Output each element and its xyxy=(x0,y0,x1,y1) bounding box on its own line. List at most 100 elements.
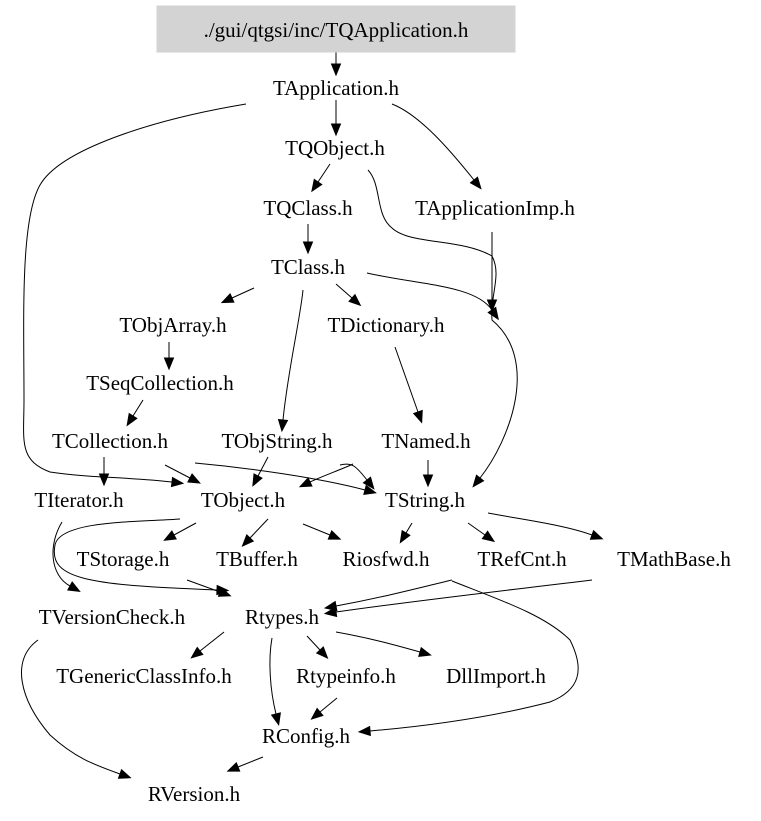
edge-Rtypeinfo-to-RConfig xyxy=(310,697,338,720)
edge-TNamed-to-TObject xyxy=(298,463,354,488)
node-Riosfwd[interactable]: Riosfwd.h xyxy=(343,547,430,571)
node-TDictionary[interactable]: TDictionary.h xyxy=(327,313,445,337)
edge-line xyxy=(173,522,197,536)
node-label: TQClass.h xyxy=(263,196,353,220)
node-TCollection[interactable]: TCollection.h xyxy=(52,429,169,453)
node-TVersionCheck[interactable]: TVersionCheck.h xyxy=(39,605,186,629)
node-RVersion[interactable]: RVersion.h xyxy=(148,782,241,806)
node-TBuffer[interactable]: TBuffer.h xyxy=(216,547,298,571)
edge-line xyxy=(257,456,269,477)
node-TApplication[interactable]: TApplication.h xyxy=(273,76,400,100)
node-label: TDictionary.h xyxy=(327,313,445,337)
node-Rtypeinfo[interactable]: Rtypeinfo.h xyxy=(296,664,396,688)
node-label: Riosfwd.h xyxy=(343,547,430,571)
arrowhead-icon xyxy=(412,409,423,424)
edge-line xyxy=(199,631,225,652)
edge-TRefCnt-to-Rtypes xyxy=(323,579,453,612)
arrowhead-icon xyxy=(327,529,342,540)
edge-TQClass-to-TClass xyxy=(302,224,314,255)
node-TObjArray[interactable]: TObjArray.h xyxy=(119,313,227,337)
edge-TApplicationImp-to-TString xyxy=(486,231,498,313)
arrowhead-icon xyxy=(330,63,342,77)
node-label: TCollection.h xyxy=(52,429,169,453)
edge-TSeqCollection-to-TCollection xyxy=(126,399,144,427)
edge-TNamed-to-TString xyxy=(422,460,434,488)
edge-line xyxy=(335,579,453,607)
edge-TApplication-to-TQObject xyxy=(330,100,342,137)
arrowhead-icon xyxy=(241,534,255,547)
edge-line xyxy=(53,518,218,591)
arrowhead-icon xyxy=(277,418,289,433)
arrowhead-icon xyxy=(187,473,201,484)
node-label: TMathBase.h xyxy=(617,547,731,571)
edge-line xyxy=(335,579,593,613)
edge-TCollection-to-TString xyxy=(194,462,377,495)
edge-line xyxy=(467,522,486,536)
edge-line xyxy=(231,287,255,299)
arrowhead-icon xyxy=(469,176,482,190)
edge-TQObject-to-TQClass xyxy=(311,163,331,193)
edge-line xyxy=(23,103,247,483)
node-label: DllImport.h xyxy=(446,664,546,688)
edge-line xyxy=(405,522,413,534)
node-label: ./gui/qtgsi/inc/TQApplication.h xyxy=(204,18,469,42)
edge-TRefCnt-to-RConfig xyxy=(357,580,579,737)
node-Rtypes[interactable]: Rtypes.h xyxy=(245,605,320,629)
edge-line xyxy=(339,463,368,481)
node-root[interactable]: ./gui/qtgsi/inc/TQApplication.h xyxy=(156,5,516,53)
arrowhead-icon xyxy=(298,477,313,488)
node-label: TString.h xyxy=(385,488,465,512)
node-TGenericClassInfo[interactable]: TGenericClassInfo.h xyxy=(56,664,232,688)
edge-TNamed-to-TString xyxy=(339,463,375,490)
node-TClass[interactable]: TClass.h xyxy=(271,255,346,279)
arrowhead-icon xyxy=(270,712,281,726)
node-TQClass[interactable]: TQClass.h xyxy=(263,196,353,220)
arrowhead-icon xyxy=(226,761,241,772)
edge-Rtypes-to-DllImport xyxy=(335,631,432,657)
edge-line xyxy=(369,580,579,732)
edge-TCollection-to-TObject xyxy=(164,464,201,484)
node-DllImport[interactable]: DllImport.h xyxy=(446,664,546,688)
node-TSeqCollection[interactable]: TSeqCollection.h xyxy=(86,371,234,395)
edge-TObjArray-to-TSeqCollection xyxy=(163,342,175,371)
node-TObjString[interactable]: TObjString.h xyxy=(221,429,333,453)
node-label: TApplicationImp.h xyxy=(415,196,575,220)
edge-TApplication-to-TObject xyxy=(23,103,247,488)
edge-Rtypes-to-RConfig xyxy=(269,637,281,726)
arrowhead-icon xyxy=(67,581,81,592)
edge-line xyxy=(302,523,331,536)
edge-TMathBase-to-Rtypes xyxy=(323,579,593,618)
root-node-box xyxy=(156,5,516,53)
node-TString[interactable]: TString.h xyxy=(385,488,465,512)
arrowhead-icon xyxy=(163,530,177,541)
arrowhead-icon xyxy=(163,357,175,371)
edge-TClass-to-TObjArray xyxy=(220,287,255,304)
edge-TVersionCheck-to-RVersion xyxy=(20,639,132,779)
node-label: RVersion.h xyxy=(148,782,241,806)
node-TQObject[interactable]: TQObject.h xyxy=(285,136,385,160)
edge-line xyxy=(306,635,321,651)
edge-TString-to-TMathBase xyxy=(487,512,604,540)
edge-TObject-to-TBuffer xyxy=(241,518,269,547)
node-TMathBase[interactable]: TMathBase.h xyxy=(617,547,731,571)
edge-TClass-to-TDictionary xyxy=(335,283,362,307)
node-TIterator[interactable]: TIterator.h xyxy=(34,488,124,512)
edge-line xyxy=(52,521,71,587)
node-label: TObjArray.h xyxy=(119,313,227,337)
arrowhead-icon xyxy=(472,474,485,488)
edge-line xyxy=(132,399,144,417)
node-label: TGenericClassInfo.h xyxy=(56,664,232,688)
nodes-layer: ./gui/qtgsi/inc/TQApplication.hTApplicat… xyxy=(34,5,731,806)
node-TApplicationImp[interactable]: TApplicationImp.h xyxy=(415,196,575,220)
edge-Rtypes-to-TGenericClassInfo xyxy=(190,631,225,659)
node-TStorage[interactable]: TStorage.h xyxy=(77,547,170,571)
edge-TString-to-Riosfwd xyxy=(399,522,413,544)
node-TNamed[interactable]: TNamed.h xyxy=(381,429,471,453)
node-TRefCnt[interactable]: TRefCnt.h xyxy=(477,547,567,571)
node-TObject[interactable]: TObject.h xyxy=(201,488,286,512)
node-RConfig[interactable]: RConfig.h xyxy=(262,724,351,748)
edge-line xyxy=(367,169,518,479)
arrowhead-icon xyxy=(330,123,342,137)
edge-line xyxy=(164,464,191,479)
edge-line xyxy=(20,639,121,775)
